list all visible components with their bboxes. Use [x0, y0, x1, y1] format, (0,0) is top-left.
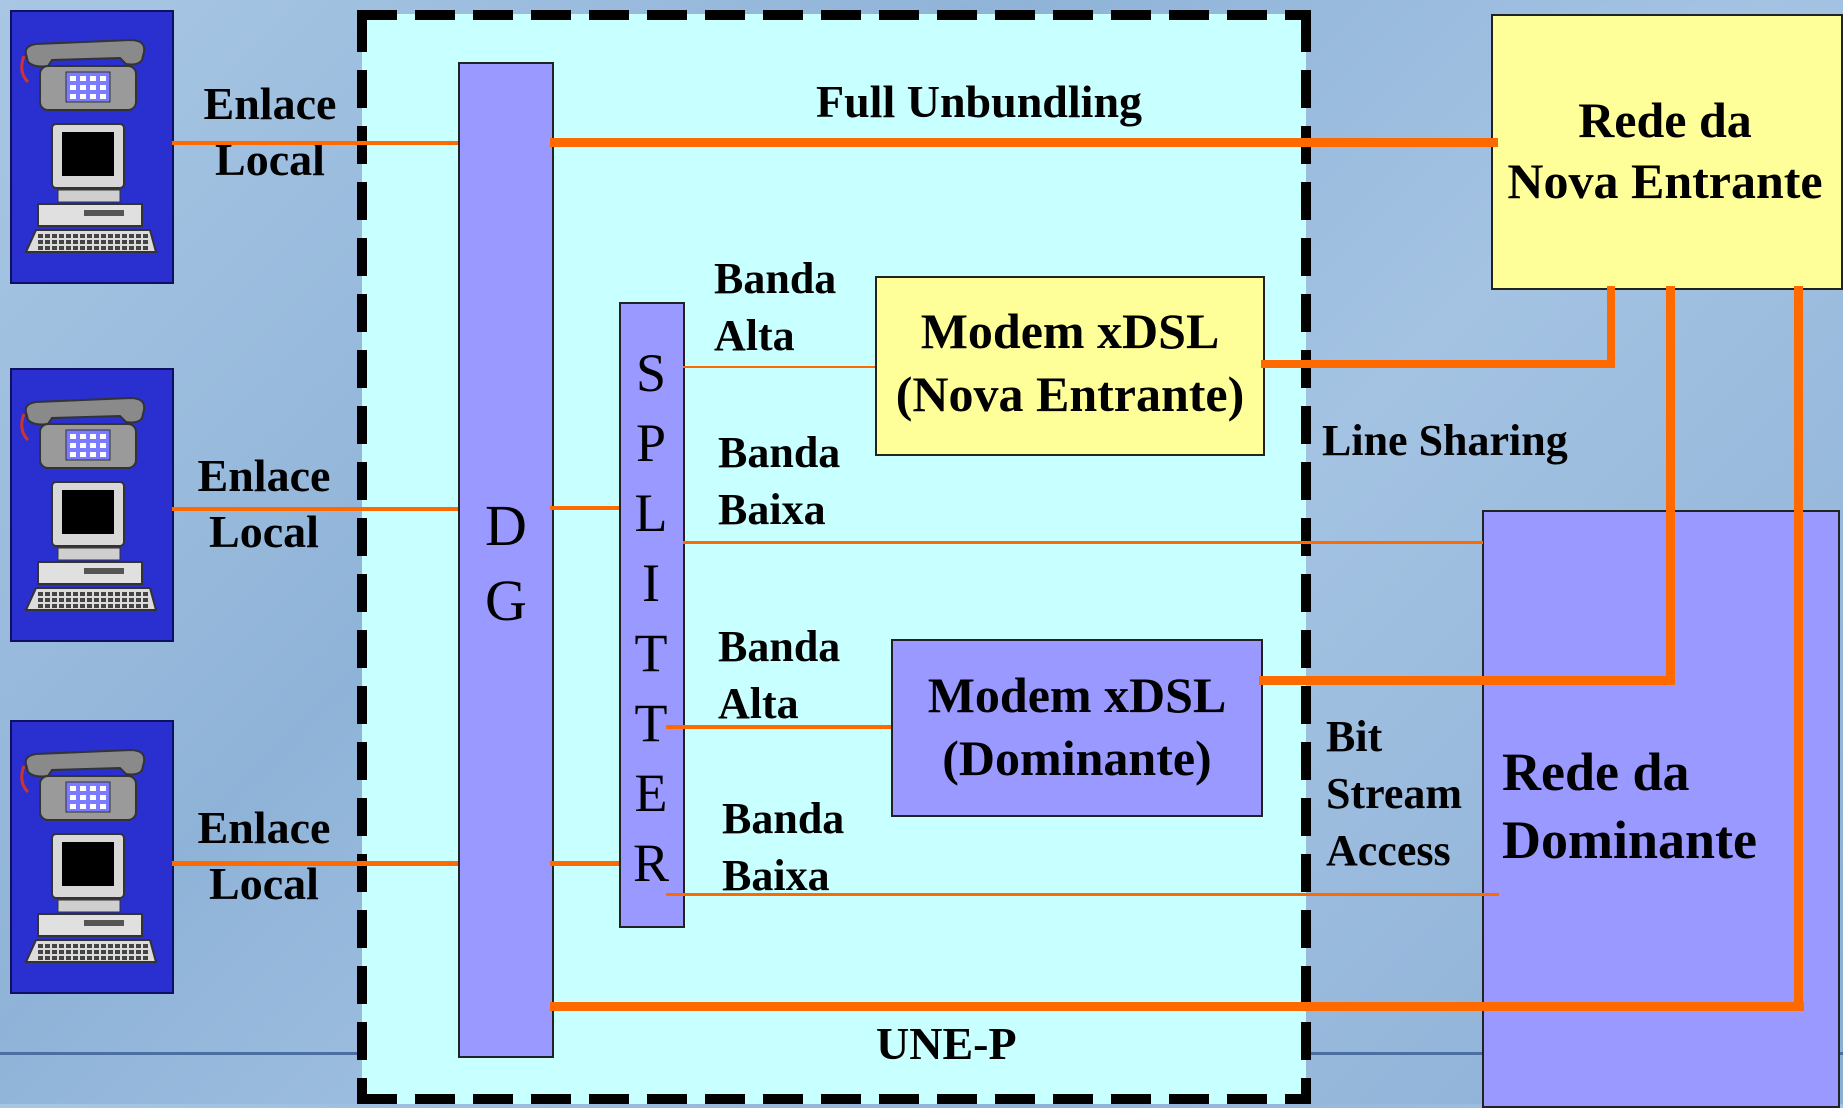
bit-stream-access-label: Bit Stream Access	[1326, 708, 1462, 880]
banda-baixa-line-1	[683, 541, 1483, 544]
enlace-text: Enlace	[197, 450, 331, 501]
banda-alta-line-2	[666, 725, 891, 729]
station-3-icons	[20, 748, 158, 963]
banda-baixa-label-2: Banda Baixa	[722, 790, 844, 904]
rede-nova-entrante-box	[1491, 14, 1843, 290]
splitter-letter: P	[635, 413, 667, 473]
banda-alta-label-1: Banda Alta	[714, 250, 836, 364]
line-sharing-label: Line Sharing	[1322, 416, 1568, 465]
une-border-bottom	[357, 1094, 1311, 1104]
local-loop-line-1	[172, 141, 458, 145]
telephone-icon	[20, 38, 146, 111]
banda-text: Banda	[718, 428, 841, 477]
alta-text: Alta	[718, 679, 799, 729]
baixa-text: Baixa	[722, 851, 830, 901]
banda-text: Banda	[718, 622, 841, 671]
modem-dominante-vertical-line	[1666, 286, 1675, 685]
enlace-local-label-1: Enlace Local	[194, 76, 346, 188]
une-border-top	[357, 10, 1311, 20]
banda-alta-line-1	[683, 366, 875, 368]
dg-splitter-line-1	[550, 506, 619, 510]
telephone-icon	[20, 396, 146, 469]
alta-text: Alta	[714, 311, 795, 361]
rede-nova-line1: Rede da	[1578, 92, 1752, 148]
computer-icon	[24, 833, 158, 963]
rede-nova-line2: Nova Entrante	[1507, 153, 1823, 209]
banda-alta-label-2: Banda Alta	[718, 618, 840, 732]
modem-dominante-label: Modem xDSL (Dominante)	[891, 664, 1263, 789]
local-text: Local	[209, 506, 319, 558]
splitter-letter: T	[634, 693, 668, 753]
splitter-letter: T	[634, 623, 668, 683]
modem-nova-vertical-line	[1607, 286, 1615, 368]
modem-dominante-box	[891, 639, 1263, 817]
dg-letter-d: D	[485, 493, 527, 558]
splitter-letter: S	[635, 343, 667, 403]
modem-nova-entrante-box	[875, 276, 1265, 456]
une-border-left	[357, 14, 367, 1104]
modem-nova-entrante-label: Modem xDSL (Nova Entrante)	[875, 300, 1265, 425]
station-1-icons	[20, 38, 158, 253]
banda-baixa-line-2	[666, 893, 1499, 896]
computer-icon	[24, 481, 158, 611]
station-2-icons	[20, 396, 158, 611]
une-p-label: UNE-P	[876, 1018, 1017, 1069]
splitter-letter: I	[642, 553, 660, 613]
bit-text: Bit	[1326, 712, 1383, 761]
rede-nova-entrante-label: Rede da Nova Entrante	[1491, 90, 1839, 212]
modem-dominante-line1: Modem xDSL	[927, 667, 1227, 723]
computer-icon	[24, 123, 158, 253]
splitter-label: S P L I T T E R	[619, 338, 683, 898]
banda-baixa-label-1: Banda Baixa	[718, 424, 840, 538]
enlace-text: Enlace	[197, 802, 331, 853]
full-unbundling-line	[550, 138, 1498, 147]
rede-dominante-line1: Rede da	[1502, 742, 1690, 802]
banda-text: Banda	[714, 254, 837, 303]
enlace-local-label-3: Enlace Local	[188, 800, 340, 912]
full-unbundling-label: Full Unbundling	[816, 76, 1143, 127]
local-loop-line-2	[172, 507, 458, 511]
enlace-local-label-2: Enlace Local	[188, 448, 340, 560]
modem-nova-line2: (Nova Entrante)	[895, 365, 1245, 422]
rede-dominante-line2: Dominante	[1502, 810, 1757, 871]
splitter-letter: L	[634, 483, 668, 543]
modem-dominante-line2: (Dominante)	[942, 729, 1212, 786]
banda-text: Banda	[722, 794, 845, 843]
stream-text: Stream	[1326, 769, 1463, 819]
une-p-line	[550, 1002, 1804, 1011]
splitter-block	[619, 302, 685, 928]
splitter-letter: E	[634, 763, 668, 823]
dg-block	[458, 62, 554, 1058]
dg-letter-g: G	[485, 568, 527, 634]
modem-nova-line1: Modem xDSL	[920, 303, 1220, 359]
local-text: Local	[209, 858, 319, 910]
local-loop-line-3	[172, 861, 458, 866]
modem-nova-to-rede-line	[1261, 360, 1615, 368]
splitter-letter: R	[632, 833, 670, 893]
une-p-vertical-line	[1794, 286, 1803, 1011]
modem-dominante-to-rede-line	[1259, 676, 1675, 685]
background-line-left	[0, 1052, 362, 1055]
rede-dominante-label: Rede da Dominante	[1502, 738, 1757, 874]
baixa-text: Baixa	[718, 485, 826, 535]
dg-splitter-line-2	[550, 861, 619, 866]
enlace-text: Enlace	[203, 78, 337, 129]
telephone-icon	[20, 748, 146, 821]
une-border-right	[1301, 14, 1311, 1104]
dg-label: D G	[458, 488, 554, 639]
access-text: Access	[1326, 826, 1451, 876]
